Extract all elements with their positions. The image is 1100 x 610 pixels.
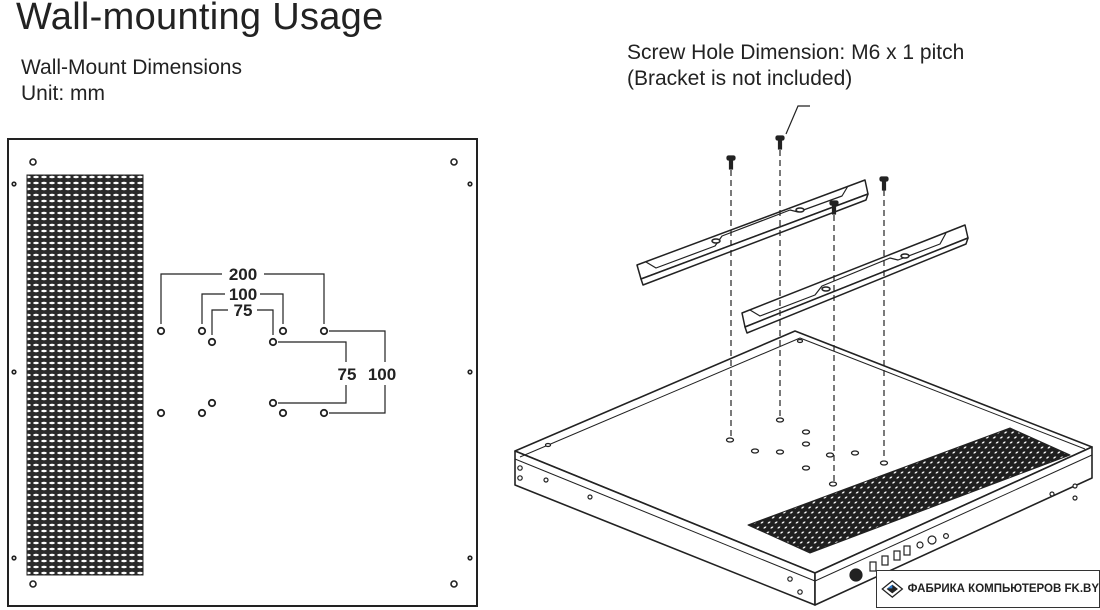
mounting-brackets [636,179,969,334]
bracket-1 [636,179,869,280]
dim-100-side: 100 [368,365,396,384]
screw-3 [829,200,839,215]
wall-mount-dimensions-heading: Wall-Mount Dimensions [21,56,242,79]
screw-hole-note: Screw Hole Dimension: M6 x 1 pitch [627,41,965,64]
dim-200: 200 [229,265,257,284]
screw-2 [775,135,785,150]
screw-guide-lines [730,150,885,482]
page-title: Wall-mounting Usage [16,0,384,38]
unit-label: Unit: mm [21,82,105,105]
vent-grille [26,174,144,576]
top-vent [747,427,1071,554]
vesa-holes [156,326,329,418]
watermark-text: ФАБРИКА КОМПЬЮТЕРОВ FK.BY [907,583,1099,595]
top-mount-holes [544,338,889,487]
wall-mount-panel [7,138,478,607]
screw-1 [726,155,736,170]
panel-screws [11,158,473,588]
dim-75-side: 75 [338,365,357,384]
callout-leader [785,105,810,135]
screws [726,135,889,215]
dimension-lines [160,273,386,414]
bracket-2 [741,224,969,328]
bracket-note: (Bracket is not included) [627,67,853,90]
watermark-logo-icon [881,580,904,598]
dim-75-top: 75 [234,301,253,320]
watermark-badge: ФАБРИКА КОМПЬЮТЕРОВ FK.BY [876,570,1100,608]
front-io [517,465,1078,595]
screw-4 [879,176,889,191]
dim-100-top: 100 [229,285,257,304]
